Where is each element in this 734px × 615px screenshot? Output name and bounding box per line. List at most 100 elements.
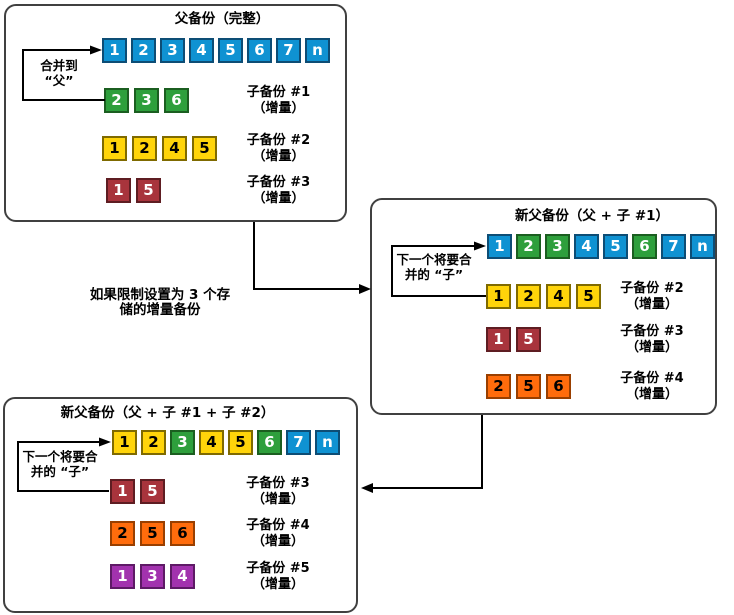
child1-label: 子备份 #3 （增量） — [203, 476, 353, 508]
block-yellow-5: 5 — [576, 284, 601, 309]
block-green-6: 6 — [632, 234, 657, 259]
child1-label: 子备份 #1 （增量） — [206, 85, 351, 117]
block-yellow-1: 1 — [486, 284, 511, 309]
block-green-3: 3 — [545, 234, 570, 259]
block-green-3: 3 — [170, 430, 195, 455]
arrowhead-into-box3 — [361, 483, 373, 493]
box2-merge-annotation: 下一个将要合 并的 “子” — [387, 252, 481, 282]
child-label-line: 子备份 #1 — [246, 84, 311, 100]
block-orange-2: 2 — [110, 521, 135, 546]
child-label-line: （增量） — [252, 148, 305, 164]
block-red-1: 1 — [110, 479, 135, 504]
box3-title: 新父备份（父 + 子 #1 + 子 #2） — [60, 405, 275, 421]
block-yellow-2: 2 — [132, 136, 157, 161]
block-green-3: 3 — [134, 88, 159, 113]
block-green-2: 2 — [104, 88, 129, 113]
annotation-line: 下一个将要合 — [22, 449, 98, 464]
annotation-line: “父” — [44, 72, 74, 88]
block-orange-5: 5 — [516, 374, 541, 399]
block-blue-n: n — [690, 234, 715, 259]
annotation-line: 并的 “子” — [404, 266, 464, 282]
annotation-line: 下一个将要合 — [396, 252, 472, 267]
block-blue-6: 6 — [247, 38, 272, 63]
block-yellow-1: 1 — [102, 136, 127, 161]
child1-label: 子备份 #2 （增量） — [582, 281, 722, 313]
block-blue-3: 3 — [160, 38, 185, 63]
child-label-line: （增量） — [625, 386, 678, 402]
child-label-line: （增量） — [251, 576, 304, 592]
block-orange-2: 2 — [486, 374, 511, 399]
child-label-line: （增量） — [625, 296, 678, 312]
child-label-line: （增量） — [252, 190, 305, 206]
block-blue-5: 5 — [218, 38, 243, 63]
block-yellow-1: 1 — [112, 430, 137, 455]
block-red-1: 1 — [486, 327, 511, 352]
block-orange-6: 6 — [170, 521, 195, 546]
child-label-line: （增量） — [251, 491, 304, 507]
child-label-line: 子备份 #3 — [246, 475, 310, 491]
block-yellow-5: 5 — [228, 430, 253, 455]
block-green-2: 2 — [516, 234, 541, 259]
child-label-line: 子备份 #4 — [246, 517, 310, 533]
block-red-5: 5 — [140, 479, 165, 504]
block-blue-1: 1 — [487, 234, 512, 259]
block-blue-7: 7 — [661, 234, 686, 259]
child3-label: 子备份 #5 （增量） — [203, 561, 353, 593]
block-red-5: 5 — [136, 178, 161, 203]
block-red-1: 1 — [106, 178, 131, 203]
child-label-line: （增量） — [625, 339, 678, 355]
block-blue-2: 2 — [131, 38, 156, 63]
child3-label: 子备份 #4 （增量） — [582, 371, 722, 403]
block-blue-4: 4 — [189, 38, 214, 63]
child-label-line: （增量） — [252, 100, 305, 116]
block-purple-1: 1 — [110, 564, 135, 589]
block-purple-4: 4 — [170, 564, 195, 589]
block-yellow-2: 2 — [516, 284, 541, 309]
block-purple-3: 3 — [140, 564, 165, 589]
block-blue-1: 1 — [102, 38, 127, 63]
block-blue-4: 4 — [574, 234, 599, 259]
block-blue-5: 5 — [603, 234, 628, 259]
child2-label: 子备份 #3 （增量） — [582, 324, 722, 356]
child3-label: 子备份 #3 （增量） — [206, 175, 351, 207]
block-orange-6: 6 — [546, 374, 571, 399]
child-label-line: 子备份 #2 — [246, 132, 311, 148]
block-yellow-4: 4 — [546, 284, 571, 309]
block-green-6: 6 — [164, 88, 189, 113]
block-green-6: 6 — [257, 430, 282, 455]
box1-merge-annotation: 合并到 “父” — [14, 58, 104, 88]
child-label-line: （增量） — [251, 533, 304, 549]
child2-label: 子备份 #2 （增量） — [206, 133, 351, 165]
child-label-line: 子备份 #2 — [620, 280, 684, 296]
child-label-line: 子备份 #3 — [246, 174, 311, 190]
child-label-line: 子备份 #4 — [620, 370, 684, 386]
block-yellow-4: 4 — [199, 430, 224, 455]
box2-title: 新父备份（父 + 子 #1） — [514, 208, 670, 224]
limit-note: 如果限制设置为 3 个存 储的增量备份 — [60, 288, 260, 318]
block-blue-7: 7 — [276, 38, 301, 63]
limit-note-line2: 储的增量备份 — [119, 302, 201, 318]
